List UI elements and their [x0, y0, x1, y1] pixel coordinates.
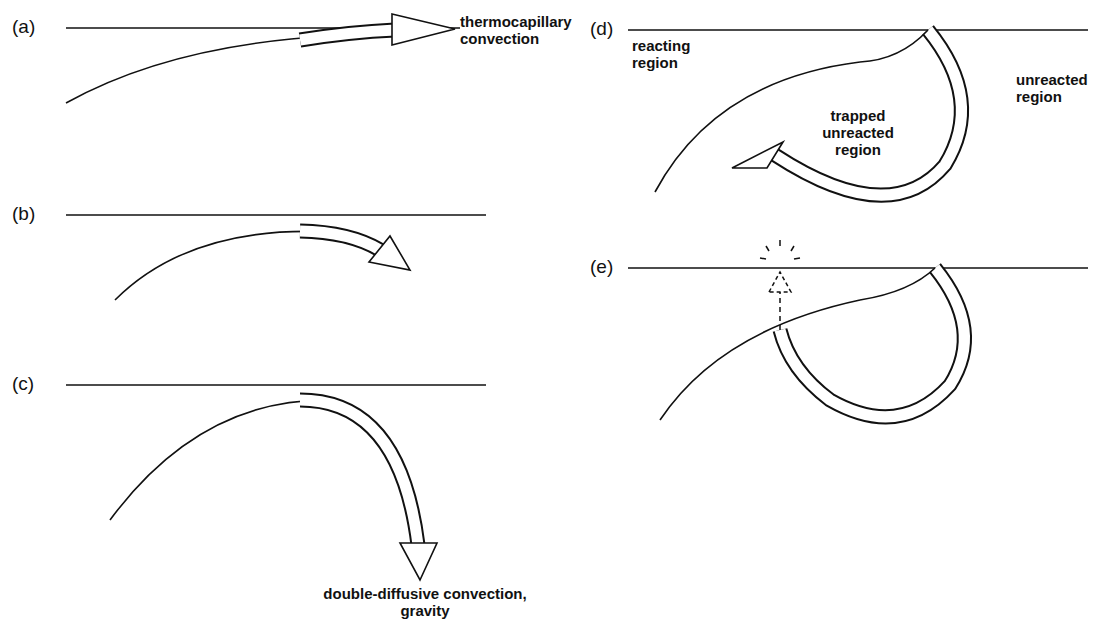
burst-marks	[760, 240, 800, 259]
surface-lines	[66, 28, 1088, 385]
region-label: reacting region	[632, 38, 722, 72]
closed-loop	[660, 240, 964, 420]
panel-letter: (a)	[12, 16, 35, 37]
thermocapillary-arrow	[66, 14, 455, 103]
region-label: unreacted region	[1016, 72, 1092, 106]
downward-arrow	[110, 400, 437, 580]
curved-arrow	[115, 231, 410, 300]
recirculation-arrow	[655, 30, 961, 195]
panel-letter: (c)	[12, 373, 34, 394]
flow-label: thermocapillary convection	[460, 14, 572, 48]
region-label: trapped unreacted region	[808, 108, 908, 158]
panel-letter: (d)	[590, 18, 613, 39]
panel-letter: (b)	[12, 203, 35, 224]
panel-letter: (e)	[590, 256, 613, 277]
flow-label: double-diffusive convection, gravity	[305, 586, 545, 620]
